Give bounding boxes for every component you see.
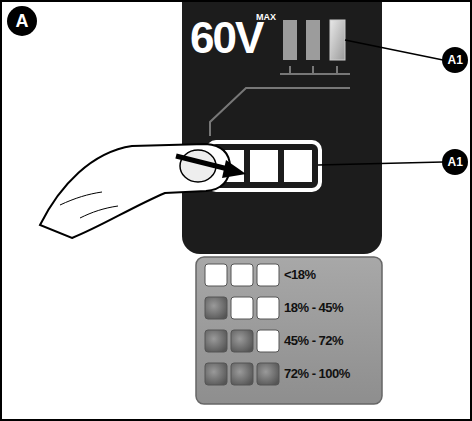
legend-text: 18% - 45% (284, 301, 343, 314)
figure-letter: A (16, 12, 29, 30)
legend-text: 45% - 72% (284, 334, 343, 347)
callout-number: A1 (448, 54, 463, 66)
callout-number: A1 (448, 156, 463, 168)
legend-text: <18% (284, 268, 316, 281)
legend-text: 72% - 100% (284, 367, 350, 380)
voltage-text: 60V (190, 16, 262, 60)
max-superscript: MAX (256, 13, 276, 22)
